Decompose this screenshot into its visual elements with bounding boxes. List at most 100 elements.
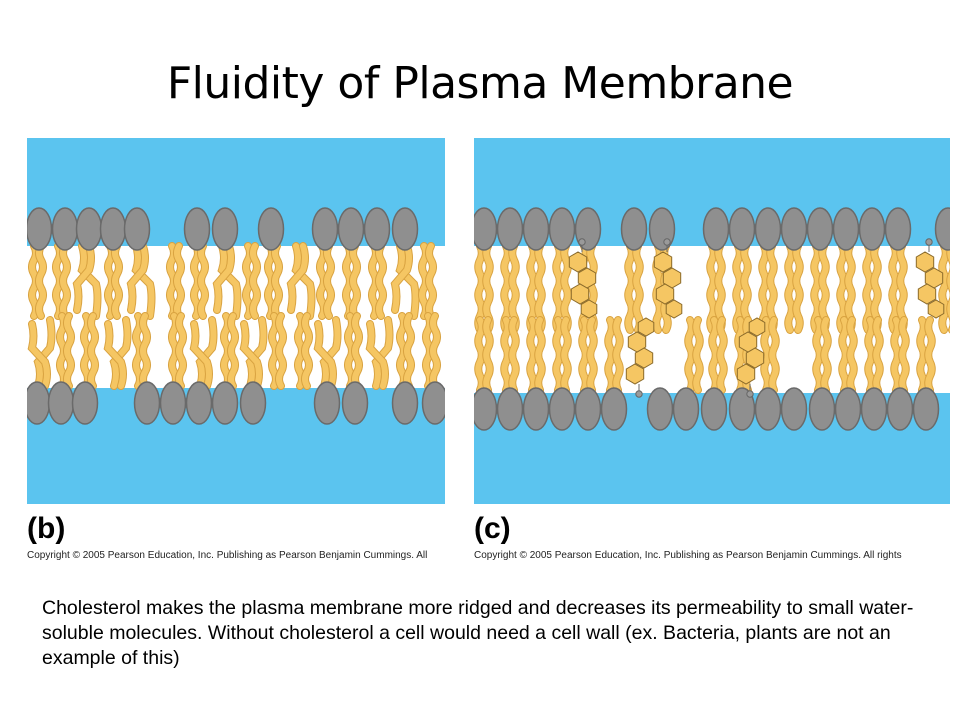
membrane-diagram-cholesterol bbox=[474, 138, 950, 504]
fatty-acid-tail bbox=[709, 317, 719, 393]
steroid-ring bbox=[738, 331, 758, 353]
steroid-ring bbox=[736, 363, 756, 385]
fatty-acid-tail bbox=[761, 317, 771, 393]
fatty-acid-tail bbox=[793, 243, 803, 333]
fatty-acid-tail bbox=[140, 313, 150, 389]
fatty-acid-tail bbox=[785, 243, 795, 333]
phospholipid-head-icon bbox=[912, 387, 940, 431]
phospholipid-head-icon bbox=[548, 387, 576, 431]
fatty-acid-tail bbox=[871, 243, 881, 333]
fatty-acid-tail bbox=[246, 317, 267, 389]
phospholipid-head-icon bbox=[702, 207, 730, 251]
fatty-acid-tail bbox=[707, 243, 717, 333]
phospholipid-head-icon bbox=[808, 387, 836, 431]
fatty-acid-tail bbox=[28, 321, 50, 389]
phospholipid-head-icon bbox=[27, 381, 51, 425]
phospholipid-head-icon bbox=[884, 207, 912, 251]
fatty-acid-tail bbox=[430, 313, 440, 389]
phospholipid-head-icon bbox=[780, 387, 808, 431]
fatty-acid-tail bbox=[34, 317, 55, 389]
hydroxyl-group bbox=[746, 390, 754, 398]
cholesterol-molecule-icon bbox=[653, 238, 683, 319]
fatty-acid-tail bbox=[324, 243, 334, 319]
steroid-ring bbox=[580, 299, 598, 319]
fatty-acid-tail bbox=[863, 243, 873, 333]
phospholipid-head-icon bbox=[522, 207, 550, 251]
figure-panel-b bbox=[27, 138, 445, 504]
fatty-acid-tail bbox=[579, 317, 589, 393]
fatty-acid-tail bbox=[483, 317, 493, 393]
phospholipid-head-icon bbox=[728, 207, 756, 251]
fatty-acid-tail bbox=[693, 317, 703, 393]
phospholipid-head-icon bbox=[858, 207, 886, 251]
fatty-acid-tail bbox=[372, 317, 393, 389]
panel-label-b: (b) bbox=[27, 512, 66, 545]
caption-text: Cholesterol makes the plasma membrane mo… bbox=[42, 597, 914, 669]
phospholipid-head-icon bbox=[754, 207, 782, 251]
fatty-acid-tail bbox=[64, 313, 74, 389]
fatty-acid-tail bbox=[88, 313, 98, 389]
fatty-acid-tail bbox=[302, 313, 312, 389]
phospholipid-head-icon bbox=[672, 387, 700, 431]
fatty-acid-tail bbox=[741, 243, 751, 333]
fatty-acid-tail bbox=[198, 243, 208, 319]
steroid-ring bbox=[915, 251, 935, 273]
fatty-acid-tail bbox=[350, 243, 360, 319]
fatty-acid-tail bbox=[845, 243, 855, 333]
phospholipid-head-icon bbox=[728, 387, 756, 431]
fatty-acid-tail bbox=[228, 313, 238, 389]
copyright-notice-b: Copyright © 2005 Pearson Education, Inc.… bbox=[27, 550, 428, 561]
phospholipid-head-icon bbox=[185, 381, 213, 425]
phospholipid-head-icon bbox=[313, 381, 341, 425]
fatty-acid-tail bbox=[939, 243, 949, 333]
phospholipid-head-icon bbox=[183, 207, 211, 251]
phospholipid-head-icon bbox=[754, 387, 782, 431]
fatty-acid-tail bbox=[813, 317, 823, 393]
phospholipid-head-icon bbox=[421, 381, 445, 425]
fatty-acid-tail bbox=[561, 317, 571, 393]
fatty-acid-tail bbox=[127, 243, 148, 313]
fatty-acid-tail bbox=[60, 243, 70, 319]
fatty-acid-tail bbox=[769, 317, 779, 393]
phospholipid-head-icon bbox=[133, 381, 161, 425]
phospholipid-head-icon bbox=[257, 207, 285, 251]
fatty-acid-tail bbox=[535, 243, 545, 333]
fatty-acid-tail bbox=[36, 243, 46, 319]
phospholipid-head-icon bbox=[71, 381, 99, 425]
fatty-acid-tail bbox=[925, 317, 935, 393]
steroid-ring bbox=[745, 347, 765, 369]
fatty-acid-tail bbox=[889, 243, 899, 333]
fatty-acid-tail bbox=[847, 317, 857, 393]
fatty-acid-tail bbox=[685, 317, 695, 393]
fatty-acid-tail bbox=[899, 317, 909, 393]
fatty-acid-tail bbox=[837, 243, 847, 333]
fatty-acid-tail bbox=[605, 317, 615, 393]
fatty-acid-tail bbox=[535, 317, 545, 393]
phospholipid-head-icon bbox=[341, 381, 369, 425]
cholesterol-molecule-icon bbox=[568, 238, 598, 319]
phospholipid-head-icon bbox=[47, 381, 75, 425]
phospholipid-head-icon bbox=[211, 207, 239, 251]
phospholipid-head-icon bbox=[934, 207, 950, 251]
fatty-acid-tail bbox=[865, 317, 875, 393]
hydroxyl-group bbox=[663, 238, 671, 246]
fatty-acid-tail bbox=[352, 313, 362, 389]
cholesterol-molecule-icon bbox=[736, 317, 766, 398]
steroid-ring bbox=[570, 283, 590, 305]
phospholipid-head-icon bbox=[548, 207, 576, 251]
fatty-acid-tail bbox=[376, 243, 386, 319]
fatty-acid-tail bbox=[475, 243, 485, 333]
fatty-acid-tail bbox=[104, 321, 126, 389]
fatty-acid-tail bbox=[287, 243, 308, 313]
fatty-acid-tail bbox=[587, 317, 597, 393]
fatty-acid-tail bbox=[426, 243, 436, 319]
fatty-acid-tail bbox=[527, 317, 537, 393]
phospholipid-head-icon bbox=[834, 387, 862, 431]
fatty-acid-tail bbox=[218, 243, 241, 319]
fatty-acid-tail bbox=[509, 243, 519, 333]
fatty-acid-tail bbox=[396, 243, 419, 319]
fatty-acid-tail bbox=[404, 313, 414, 389]
phospholipid-head-icon bbox=[886, 387, 914, 431]
phospholipid-head-icon bbox=[363, 207, 391, 251]
steroid-ring bbox=[655, 283, 675, 305]
